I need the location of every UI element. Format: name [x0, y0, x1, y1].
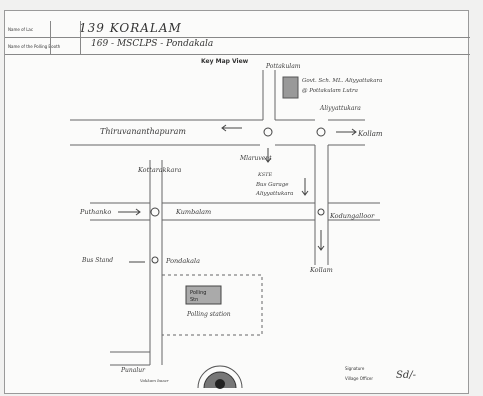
label-kollam-right: Kollam — [357, 130, 383, 138]
label-kollam-bottom: Kollam — [309, 266, 333, 274]
label-pondakala: Pondakala — [165, 257, 200, 265]
booth-value: 169 - MSCLPS - Pondakala — [91, 39, 214, 49]
label-booth-note-2: @ Pottakulam Lutra — [302, 87, 358, 94]
lac-label: Name of Lac — [8, 27, 34, 32]
label-punalur: Punalur — [120, 367, 146, 374]
signature-label: Signature — [345, 366, 365, 371]
arrow-down — [317, 230, 325, 251]
arrow-down — [264, 148, 272, 163]
label-pottakulam: Pottakulam — [265, 63, 301, 70]
label-puthanko: Puthanko — [79, 208, 111, 216]
lac-value: 139 KORALAM — [79, 21, 182, 35]
dashed-path — [162, 274, 263, 336]
arrow-left — [221, 124, 242, 132]
road-pottakulam — [262, 70, 276, 120]
label-kodungalloor: Kodungalloor — [329, 212, 375, 220]
label-kumbalam: Kumbalam — [175, 208, 211, 216]
label-kste: KSTE — [257, 172, 272, 178]
polling-station-box — [185, 285, 222, 305]
label-vakkam-bazar: Vakkam bazar — [140, 378, 170, 383]
header-row-booth: Name of the Polling Booth 169 - MSCLPS -… — [5, 38, 470, 55]
booth-box-label-1: Polling — [190, 290, 206, 296]
label-polling-station: Polling station — [186, 311, 231, 318]
header-separator — [80, 21, 81, 55]
header-separator — [50, 21, 51, 55]
header-row-lac: Name of Lac 139 KORALAM — [5, 21, 470, 38]
compass — [197, 365, 243, 389]
arrow-down — [301, 178, 309, 196]
pottakulam-building — [282, 76, 299, 99]
key-map-sheet: Name of Lac 139 KORALAM Name of the Poll… — [4, 10, 470, 394]
junction-marker — [317, 208, 325, 216]
label-kottarakkara: Kottarakkara — [137, 166, 182, 174]
junction-marker — [151, 256, 159, 264]
road-left-vertical — [149, 160, 163, 365]
village-officer-label: Village Officer — [345, 376, 373, 381]
booth-label: Name of the Polling Booth — [8, 44, 61, 49]
label-aliyyattukara: Aliyyattukara — [319, 105, 361, 112]
label-bus-stand: Bus Stand — [81, 257, 113, 264]
junction-marker — [150, 207, 160, 217]
arrow-right — [336, 128, 357, 136]
arrow-right — [118, 208, 141, 216]
road-middle-bottom — [90, 202, 380, 221]
junction-marker — [263, 127, 273, 137]
road-right-vertical — [314, 145, 329, 265]
booth-box-label-2: Stn — [190, 297, 198, 303]
signature-initials: Sd/- — [396, 370, 417, 381]
label-mlaruvent: Mlaruvent — [239, 155, 272, 162]
junction-marker — [316, 127, 326, 137]
label-bus-garage-2: Aliyyattukara — [255, 191, 293, 197]
label-thiruvananthapuram: Thiruvananthapuram — [100, 127, 186, 136]
map-title: Key Map View — [201, 58, 249, 65]
label-bus-garage-1: Bus Garage — [255, 182, 289, 188]
road-bottom — [110, 351, 150, 366]
label-booth-note-1: Govt. Sch. ML. Aliyyattakara — [302, 78, 382, 84]
